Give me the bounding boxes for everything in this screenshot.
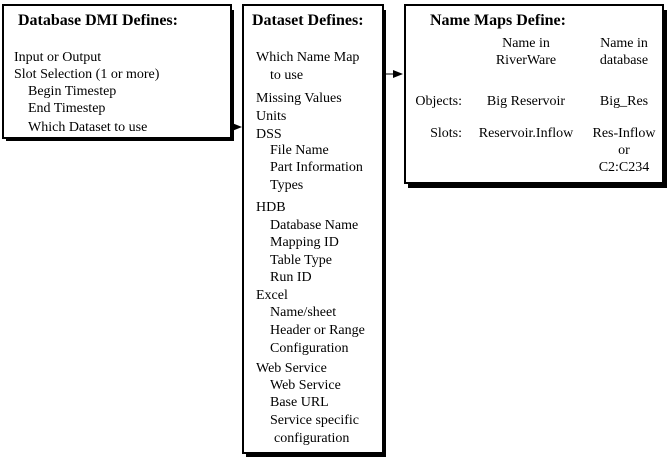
col2-header-line1: Name in: [600, 36, 648, 51]
dataset-line: Which Name Map: [256, 50, 360, 65]
col1-header-line1: Name in: [502, 36, 550, 51]
dmi-line: End Timestep: [28, 101, 106, 116]
dataset-line: Header or Range: [270, 323, 365, 338]
dmi-box: Database DMI Defines: Input or Output Sl…: [2, 4, 232, 139]
dmi-line: Slot Selection (1 or more): [14, 67, 160, 82]
dataset-line: Web Service: [256, 361, 327, 376]
dataset-line: Mapping ID: [270, 235, 339, 250]
slots-database-name: Res-Inflow: [592, 126, 656, 141]
dataset-title: Dataset Defines:: [252, 12, 364, 29]
dataset-line: File Name: [270, 143, 329, 158]
dmi-line: Input or Output: [14, 50, 102, 65]
dmi-line: Which Dataset to use: [28, 120, 148, 135]
objects-database-name: Big_Res: [599, 94, 649, 109]
dataset-line: HDB: [256, 200, 286, 215]
dataset-line: Base URL: [270, 395, 329, 410]
namemaps-title: Name Maps Define:: [430, 12, 566, 29]
dataset-line: Types: [270, 178, 304, 193]
dataset-line: configuration: [274, 431, 350, 446]
dataset-line: Configuration: [270, 341, 349, 356]
dataset-line: Part Information: [270, 160, 363, 175]
row-label-slots: Slots:: [430, 126, 462, 141]
dataset-line: Service specific: [270, 413, 360, 428]
col1-header-line2: RiverWare: [495, 53, 557, 68]
namemaps-box: Name Maps Define: Name in RiverWare Name…: [404, 4, 664, 184]
dataset-line: Units: [256, 109, 287, 124]
dataset-line: to use: [270, 68, 304, 83]
slots-database-or: or: [618, 143, 630, 158]
dmi-line: Begin Timestep: [28, 84, 117, 99]
slots-riverware-name: Reservoir.Inflow: [478, 126, 574, 141]
col2-header-line2: database: [599, 53, 649, 68]
dataset-line: DSS: [256, 127, 282, 142]
dataset-line: Excel: [256, 288, 288, 303]
dataset-line: Name/sheet: [270, 305, 337, 320]
row-label-objects: Objects:: [415, 94, 462, 109]
dmi-title: Database DMI Defines:: [18, 12, 178, 29]
dataset-box: Dataset Defines: Which Name Map to use M…: [242, 4, 384, 454]
dataset-line: Missing Values: [256, 91, 342, 106]
dataset-line: Table Type: [270, 253, 332, 268]
dataset-line: Web Service: [270, 378, 341, 393]
slots-database-range: C2:C234: [598, 160, 650, 175]
arrow-head-dataset: [232, 123, 242, 131]
arrow-head-namemaps: [393, 70, 403, 78]
dataset-line: Run ID: [270, 270, 312, 285]
dataset-line: Database Name: [270, 218, 359, 233]
objects-riverware-name: Big Reservoir: [486, 94, 566, 109]
